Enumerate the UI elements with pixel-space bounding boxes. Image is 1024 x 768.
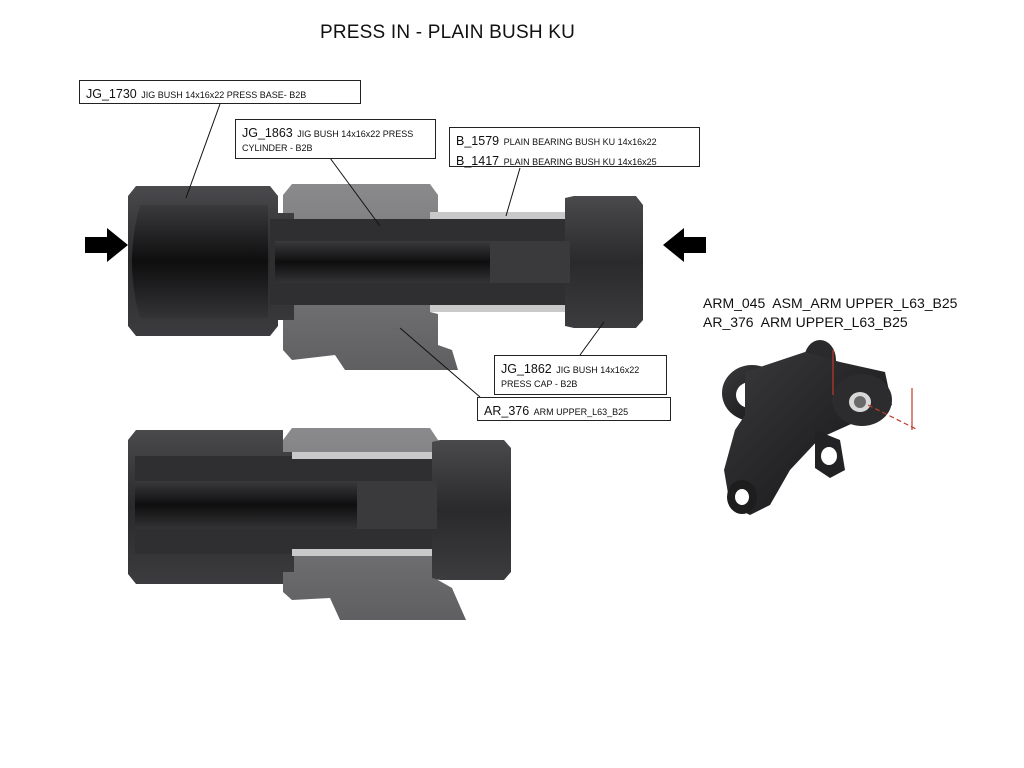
- bearing-bush-top: [430, 212, 565, 219]
- page-title: PRESS IN - PLAIN BUSH KU: [320, 22, 576, 43]
- callout-desc: PRESS CAP - B2B: [501, 379, 578, 389]
- callout-code: AR_376: [484, 404, 530, 418]
- callout-desc: JIG BUSH 14x16x22: [556, 365, 640, 375]
- assembly-line-2: AR_376 ARM UPPER_L63_B25: [703, 314, 908, 330]
- callout-desc: PLAIN BEARING BUSH KU 14x16x22: [503, 137, 657, 147]
- press-cap: [565, 196, 643, 328]
- press-cap-spigot-pressed: [357, 481, 437, 529]
- callout-press-cylinder: JG_1863 JIG BUSH 14x16x22 PRESS CYLINDER…: [235, 119, 436, 159]
- callout-desc: CYLINDER - B2B: [242, 143, 313, 153]
- bearing-bush-bottom-pressed: [292, 549, 432, 556]
- callout-desc: JIG BUSH 14x16x22 PRESS BASE- B2B: [141, 90, 307, 100]
- callout-press-cap: JG_1862 JIG BUSH 14x16x22 PRESS CAP - B2…: [494, 355, 667, 395]
- callout-arm-upper: AR_376 ARM UPPER_L63_B25: [477, 397, 671, 421]
- callout-desc: ARM UPPER_L63_B25: [533, 407, 629, 417]
- callout-code: JG_1730: [86, 87, 137, 101]
- section-view-before-press: [85, 184, 706, 370]
- leader-lines: [185, 103, 605, 398]
- press-cylinder-bore: [275, 241, 490, 283]
- press-cylinder-bore-pressed: [135, 481, 357, 529]
- press-cap-spigot: [490, 241, 570, 283]
- arm-assembly-render: [722, 340, 919, 515]
- axis-line: [867, 404, 919, 431]
- assembly-caption: ARM_045 ASM_ARM UPPER_L63_B25 AR_376 ARM…: [703, 294, 957, 332]
- callout-desc: JIG BUSH 14x16x22 PRESS: [297, 129, 414, 139]
- callout-code: JG_1863: [242, 126, 293, 140]
- bearing-bush-bottom: [430, 305, 565, 312]
- arrow-left-icon: [663, 228, 706, 262]
- callout-code: B_1579: [456, 134, 500, 148]
- press-base-bore: [132, 205, 268, 318]
- callout-code: JG_1862: [501, 362, 552, 376]
- callout-press-base: JG_1730 JIG BUSH 14x16x22 PRESS BASE- B2…: [79, 80, 361, 104]
- callout-bearing-bush: B_1579 PLAIN BEARING BUSH KU 14x16x22 B_…: [449, 127, 700, 168]
- press-cap-pressed: [432, 440, 511, 580]
- callout-desc: PLAIN BEARING BUSH KU 14x16x25: [503, 157, 657, 167]
- bearing-bush-top-pressed: [292, 452, 432, 459]
- arrow-right-icon: [85, 228, 128, 262]
- section-view-after-press: [128, 428, 511, 620]
- callout-code: B_1417: [456, 154, 500, 168]
- assembly-line-1: ARM_045 ASM_ARM UPPER_L63_B25: [703, 295, 958, 311]
